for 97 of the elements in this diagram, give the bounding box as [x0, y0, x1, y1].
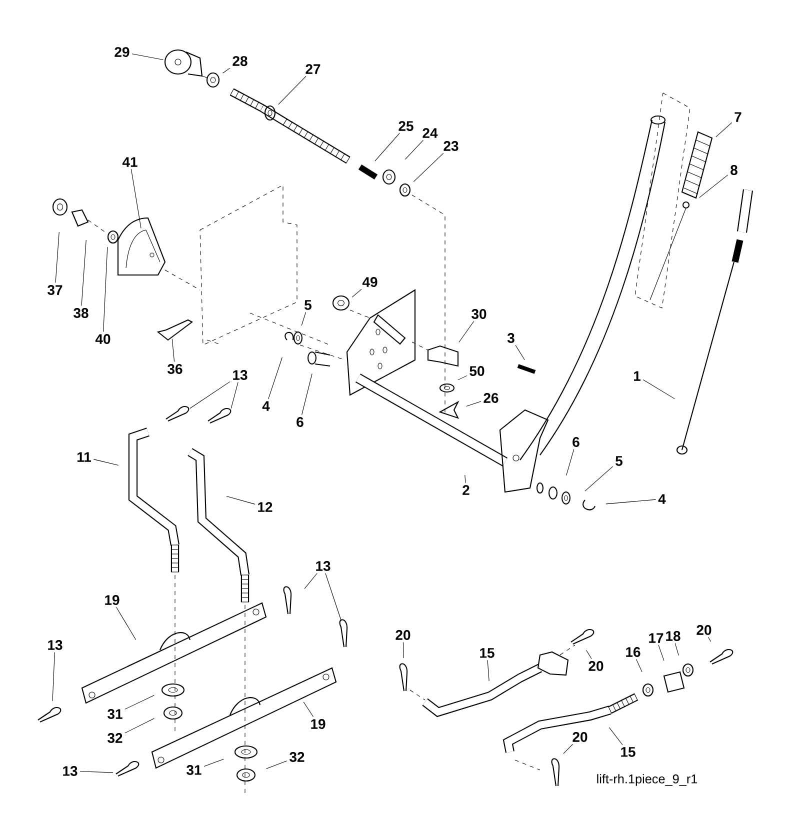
callout-number: 20 [588, 661, 604, 671]
callout-number: 23 [444, 141, 458, 151]
callout-number: 4 [262, 401, 270, 411]
callout-number: 13 [48, 640, 62, 650]
callout-number: 32 [290, 752, 304, 762]
callout-number: 8 [730, 165, 738, 175]
callout-number: 26 [484, 393, 498, 403]
leader-line [301, 312, 306, 326]
callout-number: 5 [304, 300, 312, 310]
leader-line [204, 758, 224, 767]
callout-number: 27 [306, 64, 320, 74]
callout-number: 38 [74, 308, 88, 318]
leader-line [642, 379, 675, 400]
leader-line [52, 652, 55, 702]
leader-line [586, 650, 592, 660]
callout-number: 15 [621, 747, 636, 757]
leader-line [80, 771, 114, 773]
callout-number: 13 [316, 561, 330, 571]
leader-line [124, 718, 155, 734]
callout-number: 19 [105, 595, 120, 605]
callout-number: 6 [296, 417, 304, 427]
callout-number: 24 [422, 128, 438, 138]
drawing-code: lift-rh.1piece_9_r1 [597, 774, 698, 786]
callout-number: 1 [634, 371, 640, 381]
callout-number: 12 [258, 502, 272, 512]
callout-number: 29 [114, 47, 130, 57]
leader-line [132, 54, 164, 60]
leader-line [464, 474, 466, 484]
leader-line [563, 744, 574, 754]
leader-line [413, 152, 444, 182]
leader-line [458, 375, 468, 380]
callout-number: 5 [616, 456, 622, 466]
callout-number: 40 [95, 334, 110, 344]
leader-line [515, 344, 525, 360]
leader-line [402, 642, 404, 658]
leader-line [699, 174, 728, 198]
leader-line [708, 636, 712, 642]
callout-number: 32 [108, 733, 122, 743]
callout-number: 11 [77, 452, 91, 462]
callout-number: 16 [626, 647, 640, 657]
leader-line [404, 140, 424, 160]
callout-number: 6 [572, 437, 580, 447]
leader-line [278, 76, 306, 105]
callout-number: 19 [311, 719, 326, 729]
leader-line [487, 660, 490, 682]
callout-number: 31 [108, 709, 122, 719]
leader-line [458, 320, 474, 342]
leader-line [103, 246, 108, 332]
leader-line [266, 760, 288, 769]
callout-number: 13 [63, 766, 78, 776]
leader-line [116, 606, 136, 640]
callout-number: 25 [398, 121, 414, 131]
leader-line [325, 572, 342, 621]
callout-number: 18 [666, 631, 680, 641]
callout-number: 7 [734, 112, 742, 122]
leader-line [190, 381, 230, 409]
leader-line [716, 122, 732, 138]
leader-line [268, 357, 282, 400]
callout-number: 41 [122, 157, 138, 167]
leader-line [352, 288, 362, 298]
callout-number: 3 [507, 333, 514, 343]
callout-number: 20 [572, 732, 588, 742]
leader-line [302, 373, 312, 416]
leader-line [130, 168, 142, 228]
leader-line [226, 496, 256, 504]
leader-line [584, 466, 614, 492]
callout-number: 30 [472, 309, 486, 319]
leader-line [222, 68, 230, 74]
callout-number: 50 [470, 366, 484, 376]
leader-line [93, 459, 119, 466]
leader-line [566, 448, 574, 476]
callout-number: 37 [48, 285, 62, 295]
leader-line [124, 694, 154, 710]
callout-number: 13 [233, 370, 248, 380]
callout-number: 31 [186, 765, 202, 775]
leader-line [374, 132, 400, 162]
leader-line [466, 401, 482, 406]
leader-line [609, 727, 623, 746]
callout-number: 2 [462, 485, 470, 495]
leader-line [172, 338, 175, 362]
leader-line [81, 240, 86, 306]
callout-number: 4 [658, 494, 666, 504]
callout-number: 28 [232, 56, 248, 66]
callout-number: 20 [396, 630, 410, 640]
callout-number: 36 [168, 364, 182, 374]
leader-line [303, 702, 314, 718]
callout-number: 49 [362, 277, 378, 287]
callout-number: 20 [696, 625, 712, 635]
callout-number: 15 [480, 648, 494, 658]
leader-line [230, 382, 238, 409]
callout-number: 17 [649, 633, 664, 643]
leader-line [55, 232, 60, 284]
leader-line [606, 499, 656, 504]
leader-line [658, 644, 664, 661]
leader-line [674, 642, 679, 656]
leader-line [636, 658, 642, 672]
leader-line [304, 572, 318, 589]
